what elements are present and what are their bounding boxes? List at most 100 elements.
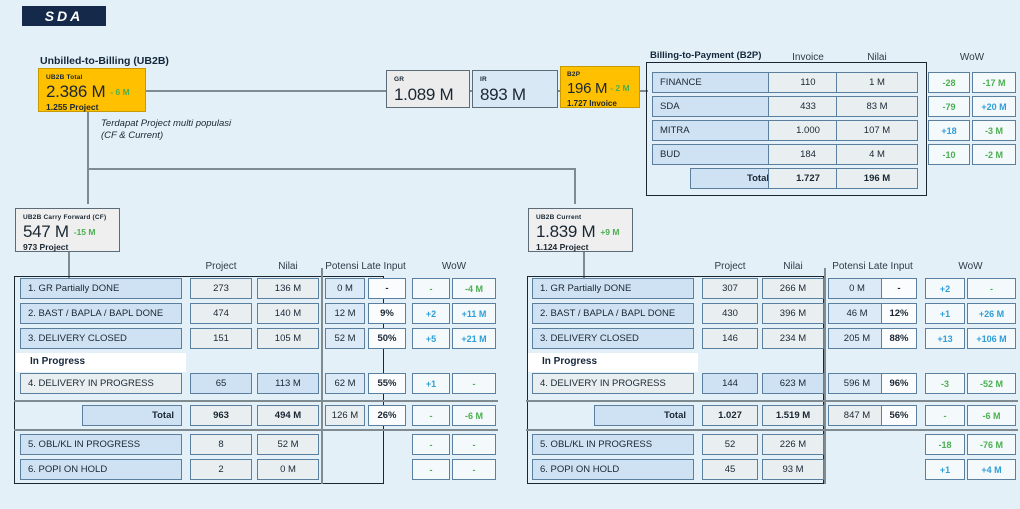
cf-total-label: Total (82, 405, 182, 426)
cf-footer-row-nilai[interactable]: 0 M (257, 459, 319, 480)
cf-row-late-value[interactable]: 52 M (325, 328, 365, 349)
b2p-row-nilai[interactable]: 1 M (836, 72, 918, 93)
b2p-row-name[interactable]: SDA (652, 96, 777, 117)
b2p-row-name[interactable]: MITRA (652, 120, 777, 141)
connector-ir-to-b2p (636, 90, 648, 92)
current-row-project[interactable]: 307 (702, 278, 758, 299)
b2p-card-delta: - 2 M (610, 83, 630, 93)
current-total-sep-top (526, 400, 1018, 402)
cf-row-name[interactable]: 2. BAST / BAPLA / BAPL DONE (20, 303, 182, 324)
b2p-row-invoice[interactable]: 433 (768, 96, 848, 117)
current-row-nilai[interactable]: 396 M (762, 303, 824, 324)
cf-footer-row-name[interactable]: 6. POPI ON HOLD (20, 459, 182, 480)
cf-footer-row-name[interactable]: 5. OBL/KL IN PROGRESS (20, 434, 182, 455)
current-row-name[interactable]: 3. DELIVERY CLOSED (532, 328, 694, 349)
current-row-project[interactable]: 146 (702, 328, 758, 349)
cf-row-late-pct: 9% (368, 303, 406, 324)
current-inprogress-row-wow-b: -52 M (967, 373, 1016, 394)
cf-inprogress-row-project[interactable]: 65 (190, 373, 252, 394)
cf-row-wow-b: +11 M (452, 303, 496, 324)
cf-card[interactable]: UB2B Carry Forward (CF) 547 M-15 M 973 P… (15, 208, 120, 252)
current-total-nilai: 1.519 M (762, 405, 824, 426)
current-row-late-value[interactable]: 46 M (828, 303, 886, 324)
gr-label: GR (394, 76, 405, 83)
current-row-wow-a: +13 (925, 328, 965, 349)
ir-label: IR (480, 76, 487, 83)
current-footer-row-project[interactable]: 52 (702, 434, 758, 455)
connector-current-down (574, 168, 576, 204)
cf-footer-row-nilai[interactable]: 52 M (257, 434, 319, 455)
b2p-col-wow: WoW (959, 52, 985, 63)
cf-row-project[interactable]: 273 (190, 278, 252, 299)
cf-inprogress-row-late-value[interactable]: 62 M (325, 373, 365, 394)
current-inprogress-row-name[interactable]: 4. DELIVERY IN PROGRESS (532, 373, 694, 394)
current-footer-row-wow-b: -76 M (967, 434, 1016, 455)
cf-row-nilai[interactable]: 105 M (257, 328, 319, 349)
ub2b-total-card[interactable]: UB2B Total 2.386 M- 6 M 1.255 Project (38, 68, 146, 112)
cf-vertical-sep-1 (321, 268, 323, 484)
b2p-row-nilai[interactable]: 107 M (836, 120, 918, 141)
b2p-row-wow-invoice: -79 (928, 96, 970, 117)
current-footer-row-nilai[interactable]: 226 M (762, 434, 824, 455)
cf-inprogress-row-late-pct: 55% (368, 373, 406, 394)
b2p-row-wow-invoice: -10 (928, 144, 970, 165)
cf-row-project[interactable]: 474 (190, 303, 252, 324)
connector-split-bar (87, 168, 575, 170)
b2p-card-label: B2P (567, 71, 581, 78)
b2p-row-invoice[interactable]: 184 (768, 144, 848, 165)
connector-cf-to-table (68, 252, 70, 278)
current-footer-row-nilai[interactable]: 93 M (762, 459, 824, 480)
cf-inprogress-row-name[interactable]: 4. DELIVERY IN PROGRESS (20, 373, 182, 394)
cf-total-sep-top (14, 400, 498, 402)
current-row-wow-a: +2 (925, 278, 965, 299)
ub2b-total-value: 2.386 M (46, 82, 106, 101)
current-row-late-value[interactable]: 205 M (828, 328, 886, 349)
current-footer-row-name[interactable]: 6. POPI ON HOLD (532, 459, 694, 480)
cf-row-late-value[interactable]: 0 M (325, 278, 365, 299)
gr-card[interactable]: GR 1.089 M (386, 70, 470, 108)
current-row-late-pct: - (881, 278, 917, 299)
cf-row-late-pct: - (368, 278, 406, 299)
cf-footer-row-project[interactable]: 8 (190, 434, 252, 455)
current-total-late-pct: 56% (881, 405, 917, 426)
current-footer-row-name[interactable]: 5. OBL/KL IN PROGRESS (532, 434, 694, 455)
ir-card[interactable]: IR 893 M (472, 70, 558, 108)
current-inprogress-row-project[interactable]: 144 (702, 373, 758, 394)
cf-row-late-pct: 50% (368, 328, 406, 349)
b2p-row-name[interactable]: FINANCE (652, 72, 777, 93)
cf-row-nilai[interactable]: 140 M (257, 303, 319, 324)
current-row-wow-b: +26 M (967, 303, 1016, 324)
current-inprogress-row-wow-a: -3 (925, 373, 965, 394)
current-card[interactable]: UB2B Current 1.839 M+9 M 1.124 Project (528, 208, 633, 252)
b2p-col-nilai: Nilai (867, 52, 887, 63)
current-row-wow-b: +106 M (967, 328, 1016, 349)
b2p-row-nilai[interactable]: 83 M (836, 96, 918, 117)
current-row-nilai[interactable]: 234 M (762, 328, 824, 349)
current-footer-row-wow-a: +1 (925, 459, 965, 480)
cf-row-project[interactable]: 151 (190, 328, 252, 349)
b2p-row-nilai[interactable]: 4 M (836, 144, 918, 165)
current-vertical-sep-1 (824, 268, 826, 484)
b2p-card[interactable]: B2P 196 M- 2 M 1.727 Invoice (560, 66, 640, 108)
cf-row-nilai[interactable]: 136 M (257, 278, 319, 299)
current-col-wow: WoW (958, 261, 983, 272)
b2p-row-name[interactable]: BUD (652, 144, 777, 165)
cf-total-late-pct: 26% (368, 405, 406, 426)
cf-inprogress-row-nilai[interactable]: 113 M (257, 373, 319, 394)
current-row-name[interactable]: 2. BAST / BAPLA / BAPL DONE (532, 303, 694, 324)
cf-row-name[interactable]: 1. GR Partially DONE (20, 278, 182, 299)
current-row-late-pct: 12% (881, 303, 917, 324)
current-row-name[interactable]: 1. GR Partially DONE (532, 278, 694, 299)
cf-row-name[interactable]: 3. DELIVERY CLOSED (20, 328, 182, 349)
cf-row-late-value[interactable]: 12 M (325, 303, 365, 324)
cf-footer-row-project[interactable]: 2 (190, 459, 252, 480)
current-row-nilai[interactable]: 266 M (762, 278, 824, 299)
current-inprogress-row-nilai[interactable]: 623 M (762, 373, 824, 394)
current-row-project[interactable]: 430 (702, 303, 758, 324)
current-row-late-value[interactable]: 0 M (828, 278, 886, 299)
cf-footer-row-wow-b: - (452, 434, 496, 455)
current-footer-row-project[interactable]: 45 (702, 459, 758, 480)
current-inprogress-row-late-value[interactable]: 596 M (828, 373, 886, 394)
b2p-row-wow-invoice: -28 (928, 72, 970, 93)
cf-inprogress-row-wow-a: +1 (412, 373, 450, 394)
